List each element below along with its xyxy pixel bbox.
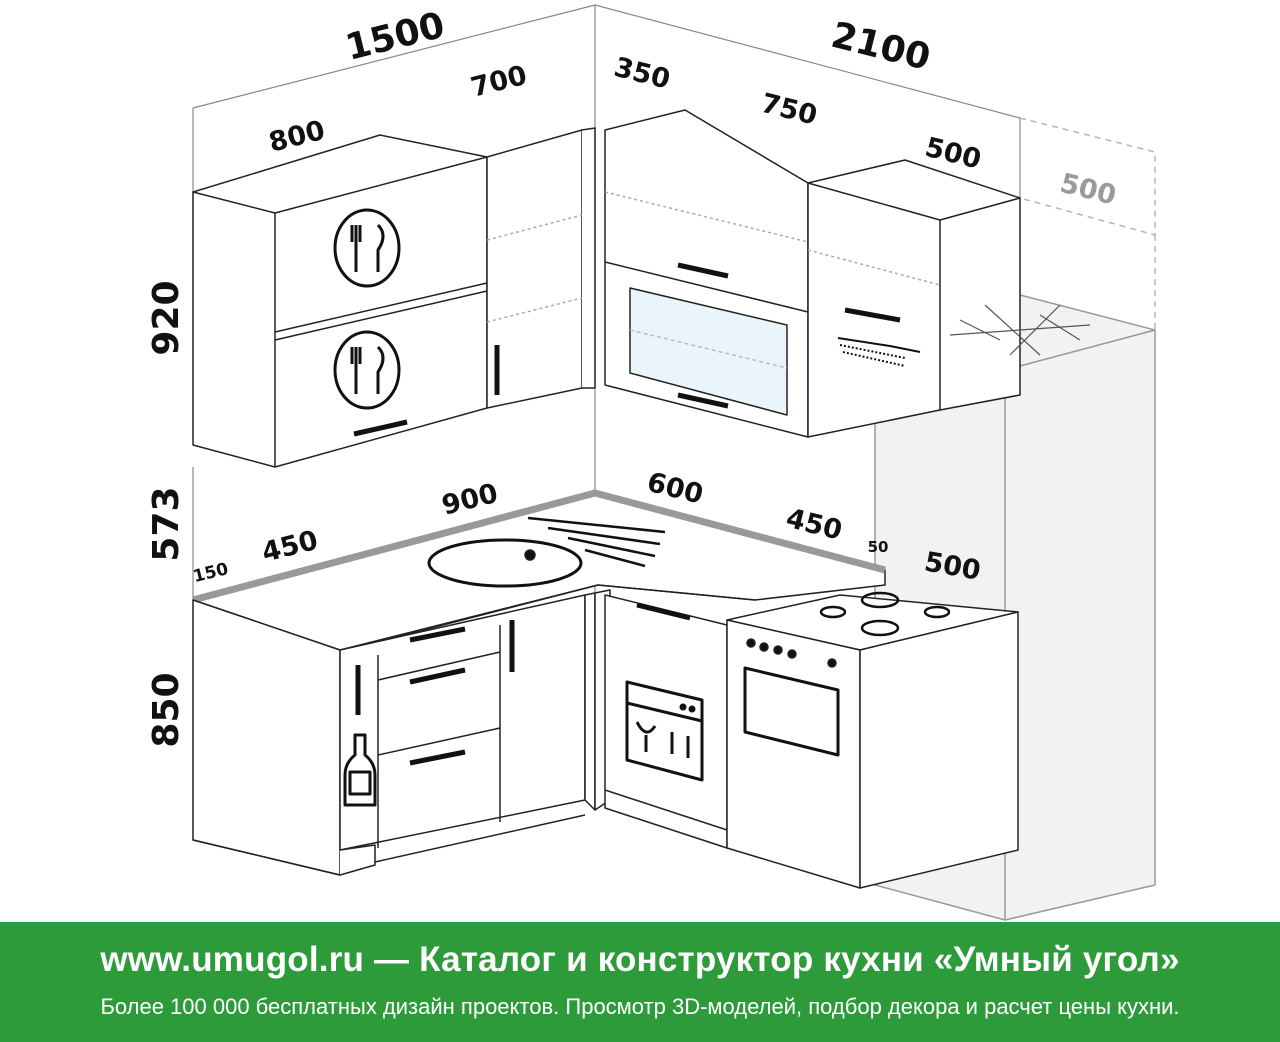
dim-top-right-total: 2100 [827,15,934,79]
dishwasher [604,594,728,849]
oven-door [743,666,840,757]
stove [726,594,1019,889]
upper-right-cabinet [807,159,1021,438]
range-hood-icon [837,337,921,367]
counter-back-edge [192,489,886,604]
drawer-handle-1 [409,626,466,643]
banner-title: www.umugol.ru — Каталог и конструктор ку… [100,940,1180,979]
dishwasher-icon [625,680,704,782]
dim-counter-left-sink: 450 [259,525,321,569]
fridge-outline [1019,117,1156,330]
dim-fridge-depth: 500 [1057,168,1119,212]
dim-stove-gap: 50 [868,538,889,556]
upper-right-handle [844,307,901,323]
sink [427,516,666,588]
dim-backsplash: 573 [146,486,187,561]
upper-left-handle [353,419,408,437]
snowflake-icon [949,304,1091,356]
dim-base: 850 [146,672,187,747]
upper-left-cabinet [192,134,488,468]
gas-burner-icon [819,591,951,637]
dishwasher-handle [636,602,691,621]
base-left-cabinets [192,594,586,876]
dim-upper-corner-right: 350 [611,52,673,96]
dim-counter-right: 450 [783,503,845,547]
dim-counter-left-depth: 150 [191,559,230,587]
upper-middle-handle-top [677,262,729,279]
kitchen-drawing: 1500 2100 800 700 350 750 500 500 920 57… [146,4,1156,921]
dim-top-left-total: 1500 [342,5,449,69]
upper-glass-door [629,287,788,416]
drawer-handle-3 [409,749,466,766]
dim-upper-left: 800 [266,115,328,159]
upper-corner-cabinet [486,127,596,409]
banner-subtitle: Более 100 000 бесплатных дизайн проектов… [100,994,1180,1019]
dim-counter-corner-right: 600 [644,467,706,511]
bottle-icon [343,733,377,807]
dim-counter-corner-left: 900 [439,478,501,522]
drawer-handle-2 [409,667,466,685]
upper-middle-handle-bottom [677,392,729,409]
dim-upper-corner-left: 700 [468,60,530,104]
plate-fork-knife-icon [333,208,401,410]
dim-upper-middle: 750 [758,88,820,132]
stove-knobs [746,638,837,668]
dim-wall-upper: 920 [146,280,187,355]
promo-banner: www.umugol.ru — Каталог и конструктор ку… [0,922,1280,1042]
